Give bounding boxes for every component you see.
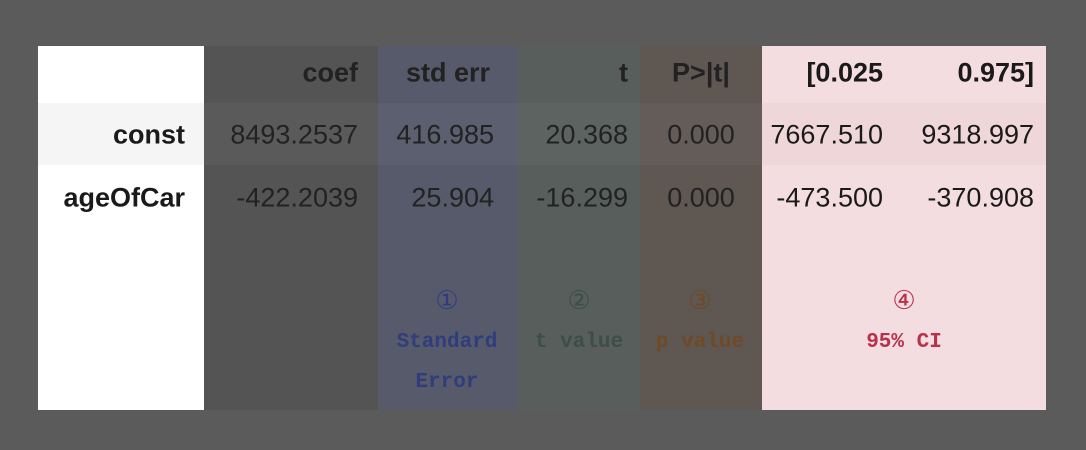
const-t: 20.368 — [545, 119, 628, 150]
header-ci-high: 0.975] — [957, 57, 1034, 88]
age-of-car-ci-high: -370.908 — [927, 182, 1034, 213]
annotation-ci: 95% CI — [866, 331, 942, 354]
row-label-age-of-car: ageOfCar — [63, 182, 185, 213]
age-of-car-coef: -422.2039 — [236, 182, 358, 213]
const-ci-low: 7667.510 — [770, 119, 883, 150]
const-std-err: 416.985 — [396, 119, 494, 150]
annotation-t-value: t value — [534, 331, 624, 354]
age-of-car-std-err: 25.904 — [411, 182, 494, 213]
annotation-marker-3: ③ — [688, 285, 712, 315]
header-p-value: P>|t| — [672, 57, 730, 88]
age-of-car-ci-low: -473.500 — [776, 182, 883, 213]
row-label-column — [38, 46, 204, 410]
age-of-car-p-value: 0.000 — [667, 182, 735, 213]
header-std-err: std err — [405, 57, 491, 88]
const-ci-high: 9318.997 — [921, 119, 1034, 150]
annotation-marker-1: ① — [435, 285, 459, 315]
const-coef: 8493.2537 — [230, 119, 358, 150]
t-value-highlight — [518, 46, 640, 410]
annotation-p-value: p value — [655, 331, 745, 354]
std-err-highlight — [378, 46, 518, 410]
annotation-marker-4: ④ — [892, 285, 916, 315]
row-label-const: const — [112, 119, 185, 150]
age-of-car-t: -16.299 — [536, 182, 628, 213]
p-value-highlight — [640, 46, 762, 410]
header-coef: coef — [302, 57, 358, 88]
annotation-marker-2: ② — [567, 285, 591, 315]
const-p-value: 0.000 — [667, 119, 735, 150]
row-stripe — [38, 103, 204, 165]
header-t: t — [619, 57, 628, 88]
annotation-standard-error: Standard Error — [396, 331, 498, 394]
header-ci-low: [0.025 — [806, 57, 883, 88]
row-stripe — [762, 103, 1046, 165]
